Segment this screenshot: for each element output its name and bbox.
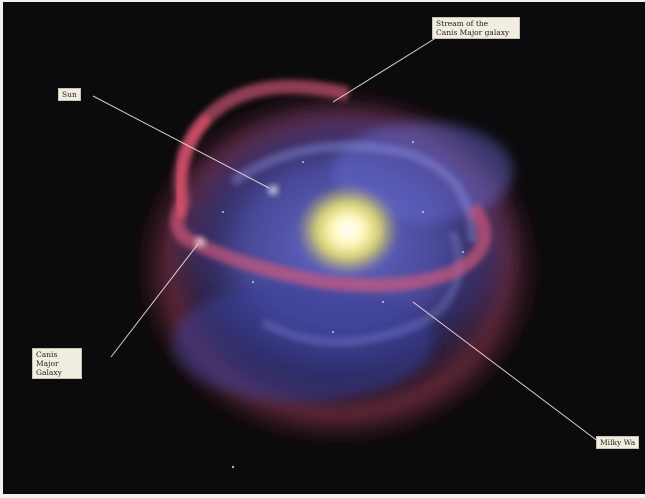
canis-major-leader-line (110, 243, 199, 358)
sun-leader-line (92, 95, 270, 189)
stream-label: Stream of the Canis Major galaxy (432, 17, 520, 39)
canis-major-label: Canis Major Galaxy (32, 348, 82, 379)
milky-way-leader-line (412, 301, 600, 443)
galaxy-artwork (92, 35, 600, 469)
galaxy-illustration: Stream of the Canis Major galaxy Sun Can… (3, 2, 645, 494)
sun-label: Sun (58, 88, 81, 101)
stream-leader-line (332, 35, 440, 103)
milky-way-label: Milky Wa (596, 436, 640, 449)
